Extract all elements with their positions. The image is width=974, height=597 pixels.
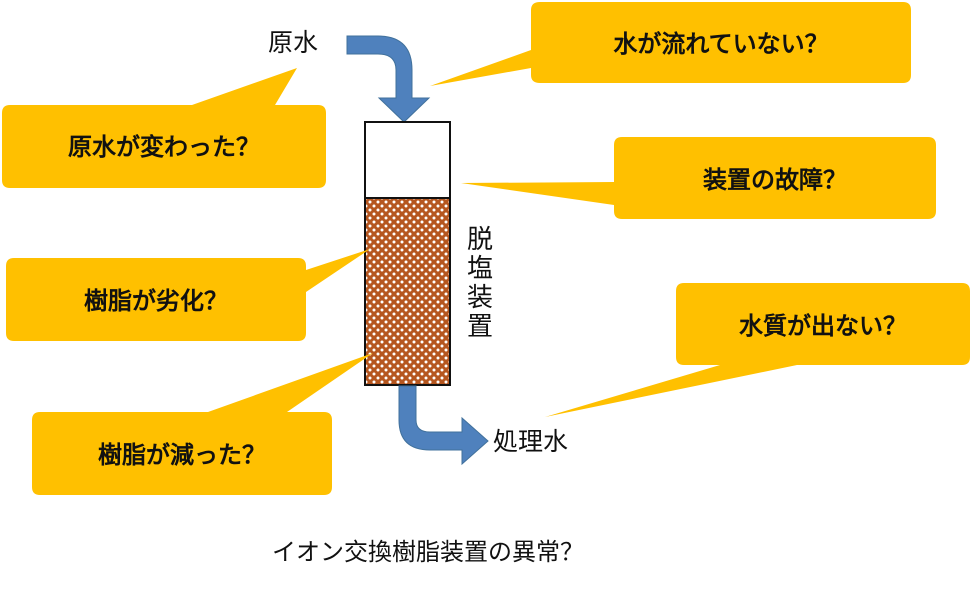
callout-raw-water-changed: 原水が変わった？ — [2, 68, 326, 188]
callout-text: 水質が出ない？ — [739, 312, 907, 340]
device-label: 脱塩装置 — [466, 225, 496, 343]
callout-text: 水が流れていない？ — [613, 30, 828, 58]
outlet-arrow — [398, 385, 489, 466]
callout-water-quality-not-met: 水質が出ない？ — [545, 283, 970, 417]
callout-text: 装置の故障？ — [703, 166, 847, 194]
callout-resin-decreased: 樹脂が減った？ — [32, 353, 373, 495]
callout-no-water-flow: 水が流れていない？ — [430, 2, 911, 86]
input-label: 原水 — [268, 28, 319, 57]
callout-device-failure: 装置の故障？ — [461, 137, 936, 219]
inlet-arrow — [346, 35, 431, 123]
column-headspace — [364, 121, 451, 199]
resin-bed — [364, 197, 451, 386]
diagram-caption: イオン交換樹脂装置の異常？ — [272, 538, 584, 566]
callout-text: 樹脂が減った？ — [98, 441, 266, 469]
callout-text: 樹脂が劣化？ — [84, 287, 228, 315]
callout-resin-degraded: 樹脂が劣化？ — [6, 249, 370, 341]
output-label: 処理水 — [493, 427, 569, 456]
device-label-text: 脱塩装置 — [466, 225, 493, 343]
callout-text: 原水が変わった？ — [68, 133, 260, 161]
